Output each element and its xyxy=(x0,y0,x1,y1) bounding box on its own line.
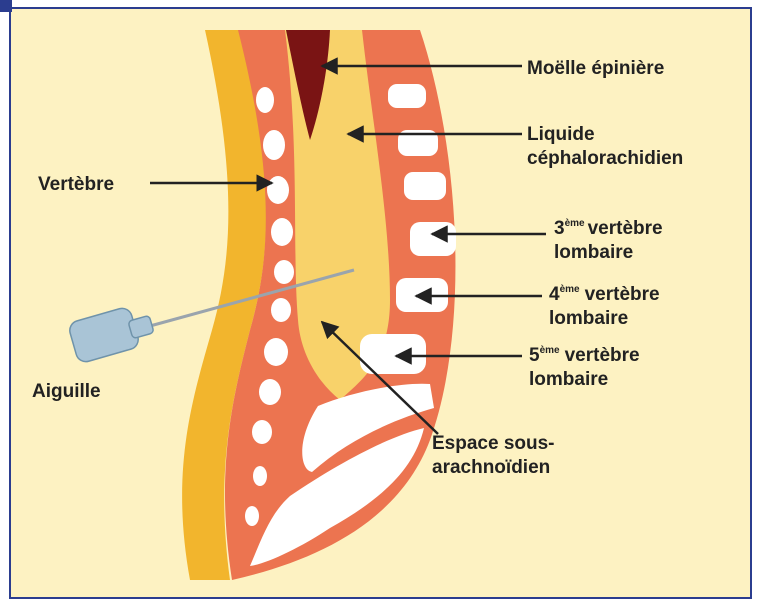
label-l3-line2: lombaire xyxy=(554,242,633,263)
label-subarachnoid-line1: Espace sous- xyxy=(432,433,555,454)
spinous-process xyxy=(263,130,285,160)
spinous-process xyxy=(256,87,274,113)
corner-mark xyxy=(0,0,12,12)
vertebral-body-l3 xyxy=(410,222,456,256)
label-l5-superscript: ème xyxy=(540,345,560,356)
label-l4-superscript: ème xyxy=(560,284,580,295)
label-l5-word: vertèbre xyxy=(565,345,640,366)
label-l4-number: 4 xyxy=(549,284,560,305)
label-l5-number: 5 xyxy=(529,345,540,366)
label-csf-line2: céphalorachidien xyxy=(527,148,683,169)
label-l4-word: vertèbre xyxy=(585,284,660,305)
spinous-process xyxy=(259,379,281,405)
label-l3-number: 3 xyxy=(554,218,565,239)
label-l3-word: vertèbre xyxy=(588,218,663,239)
label-needle: Aiguille xyxy=(32,381,101,402)
label-l4-line2: lombaire xyxy=(549,308,628,329)
spinous-process xyxy=(267,176,289,204)
sacral-foramen xyxy=(245,506,259,526)
label-subarachnoid-line2: arachnoïdien xyxy=(432,457,550,478)
label-l3-superscript: ème xyxy=(565,218,585,229)
label-vertebra: Vertèbre xyxy=(38,174,114,195)
label-spinal-cord: Moëlle épinière xyxy=(527,58,664,79)
label-csf-line1: Liquide xyxy=(527,124,595,145)
spinous-process xyxy=(252,420,272,444)
spinous-process xyxy=(271,218,293,246)
sacral-foramen xyxy=(253,466,267,486)
label-l5-line2: lombaire xyxy=(529,369,608,390)
spinous-process xyxy=(264,338,288,366)
spinous-process xyxy=(274,260,294,284)
vertebral-body xyxy=(388,84,426,108)
spinous-process xyxy=(271,298,291,322)
vertebral-body xyxy=(404,172,446,200)
